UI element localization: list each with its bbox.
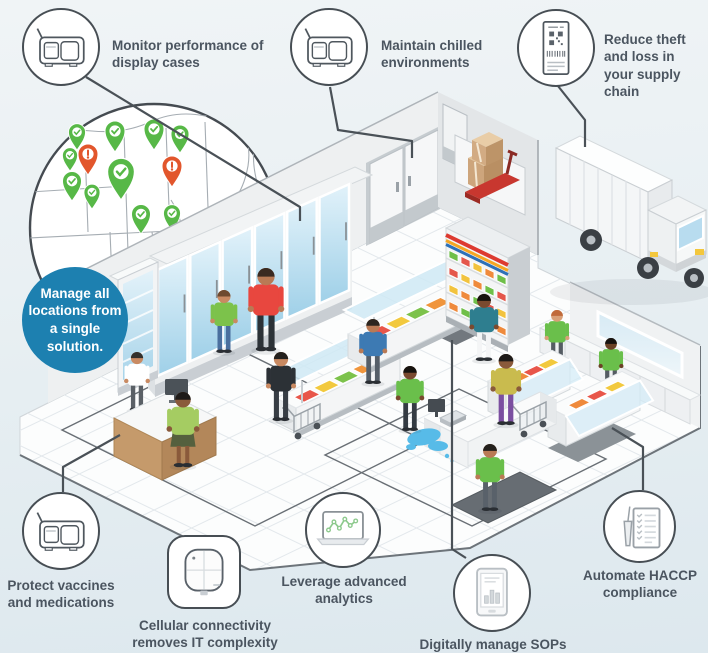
connector-theft: [557, 85, 587, 147]
truck-marker-light: [650, 252, 658, 257]
back-right-wall: [438, 92, 539, 255]
walk-in-cooler-door: [366, 126, 440, 246]
sneeze-guard-glass: [564, 379, 655, 438]
callout-protect-vaccines: [22, 492, 100, 570]
temperature-probe: [622, 520, 632, 546]
label-advanced-analytics: Leverage advanced analytics: [281, 574, 407, 607]
freezer-glass-door: [189, 240, 222, 364]
person: [210, 290, 238, 356]
freezer-glass-door: [285, 196, 318, 320]
spill-puddle: [406, 428, 454, 463]
label-haccp: Automate HACCP compliance: [582, 568, 697, 601]
shopping-carts: [282, 400, 547, 440]
truck-windshield: [677, 214, 704, 252]
person: [475, 444, 505, 514]
person: [490, 354, 522, 429]
person: [124, 352, 150, 414]
location-pin-ok: [68, 123, 86, 151]
wireless-sensor-icon: [36, 28, 85, 67]
label-cellular-gateway: Cellular connectivity removes IT complex…: [132, 618, 278, 651]
receiving-alcove: [454, 132, 526, 216]
callout-digital-sops: [453, 554, 531, 632]
freezer-glass-door: [318, 182, 351, 306]
qr-code: [549, 31, 563, 46]
callout-haccp: [603, 490, 676, 563]
wireless-sensor-icon: [304, 28, 353, 67]
bar-chart: [484, 589, 500, 604]
delivery-truck: [550, 135, 708, 305]
label-protect-vaccines: Protect vaccines and medications: [7, 578, 115, 611]
callout-cellular-gateway: [167, 535, 241, 609]
label-monitor-display-cases: Monitor performance of display cases: [112, 38, 264, 71]
connector-sops: [450, 340, 467, 559]
connector-haccp: [611, 427, 645, 490]
person: [469, 293, 499, 364]
connector-monitor: [85, 76, 302, 221]
wireless-sensor-icon: [36, 512, 85, 551]
callout-advanced-analytics: [305, 492, 381, 568]
barcode: [546, 50, 566, 57]
location-pin-alert: [77, 143, 99, 176]
sneeze-guard-glass: [504, 357, 585, 412]
tablet-sop-icon: [476, 567, 508, 617]
map-location-pins: [62, 118, 190, 235]
vaccine-fridge: [108, 257, 160, 396]
location-pin-ok: [143, 118, 165, 151]
callout-monitor-display-cases: [22, 8, 100, 86]
freezer-glass-door: [156, 254, 189, 378]
person: [247, 267, 285, 355]
callout-reduce-theft: [517, 9, 595, 87]
floor-mat: [450, 471, 558, 524]
deli-case: [546, 370, 655, 447]
label-reduce-theft: Reduce theft and loss in your supply cha…: [604, 32, 686, 99]
shopping-cart: [282, 402, 321, 440]
haccp-checklist-icon: [622, 505, 660, 548]
pallet-jack: [465, 149, 520, 204]
person: [358, 318, 388, 387]
callout-maintain-chilled: [290, 8, 368, 86]
location-pin-ok: [83, 183, 101, 210]
person: [166, 392, 200, 471]
cellular-gateway-icon: [184, 548, 224, 596]
badge-text: Manage all locations from a single solut…: [28, 285, 122, 354]
label-maintain-chilled: Maintain chilled environments: [381, 38, 483, 71]
wall-window: [596, 309, 684, 380]
location-pin-ok: [106, 157, 136, 202]
truck-wheels: [580, 229, 704, 288]
callout-connectors: [61, 76, 645, 559]
laptop-analytics-icon: [316, 510, 370, 546]
location-pin-ok: [131, 204, 151, 235]
person: [395, 366, 425, 434]
receipt-qr-icon: [542, 21, 570, 75]
truck-marker-light: [695, 249, 704, 255]
connector-vaccines: [61, 434, 121, 492]
kitchen-monitor: [428, 399, 445, 417]
location-pin-ok: [104, 120, 126, 153]
manage-locations-badge: Manage all locations from a single solut…: [22, 267, 128, 373]
person: [265, 352, 297, 425]
freezer-display-cases: [148, 166, 374, 397]
connector-chilled: [328, 86, 414, 158]
label-digital-sops: Digitally manage SOPs: [419, 637, 567, 652]
location-pin-ok: [62, 147, 78, 172]
location-pin-ok: [62, 171, 82, 202]
location-pin-alert: [161, 155, 183, 188]
